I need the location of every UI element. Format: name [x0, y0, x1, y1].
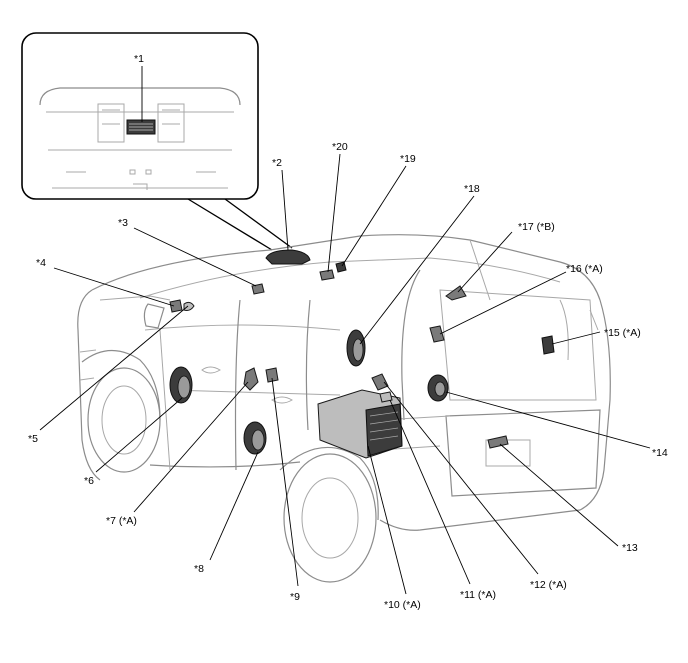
part-19	[335, 261, 347, 273]
part-5	[183, 301, 195, 311]
leader-13	[499, 443, 619, 547]
leader-12	[383, 381, 539, 575]
part-20	[319, 269, 335, 281]
callout-19: *19	[400, 153, 416, 165]
front-door-handle	[201, 366, 221, 374]
part-11	[379, 391, 393, 403]
leader-2	[281, 169, 289, 251]
callout-11: *11 (*A)	[460, 589, 496, 601]
leader-19	[341, 165, 407, 267]
leader-6	[95, 397, 183, 473]
part-12	[371, 373, 389, 391]
callout-7: *7 (*A)	[106, 515, 137, 527]
components	[169, 249, 555, 459]
callout-20: *20	[332, 141, 348, 153]
inset-lamp-right	[157, 103, 185, 143]
callout-12: *12 (*A)	[530, 579, 567, 591]
part-15	[541, 335, 555, 355]
leader-18	[359, 195, 475, 345]
leader-14	[445, 391, 651, 449]
part-9	[265, 367, 279, 383]
leader-11	[389, 399, 471, 585]
d-pillar	[401, 269, 421, 421]
front-pillar	[77, 289, 101, 481]
c-pillar	[305, 299, 311, 431]
leader-5	[39, 305, 189, 431]
callout-15: *15 (*A)	[604, 327, 641, 339]
part-4	[169, 299, 183, 313]
inset-panel-lines	[46, 111, 234, 189]
leader-16	[439, 271, 567, 335]
part-7	[243, 367, 259, 391]
vehicle-body	[77, 234, 611, 583]
front-wheel	[87, 367, 161, 473]
callout-18: *18	[464, 183, 480, 195]
callout-labels: *1 *2 *3 *4 *5 *6 *7 (*A) *8 *9 *10 (*A)…	[28, 53, 668, 611]
side-mirror	[143, 303, 165, 329]
b-pillar	[234, 299, 241, 471]
license-plate-recess	[485, 439, 531, 467]
callout-6: *6	[84, 475, 94, 487]
rear-window-area	[439, 289, 597, 401]
rear-quarter	[379, 299, 611, 531]
part-3	[251, 283, 265, 295]
callout-14: *14	[652, 447, 668, 459]
callout-10: *10 (*A)	[384, 599, 421, 611]
leader-8	[209, 451, 259, 561]
leader-7	[133, 381, 249, 513]
inset-zoom-lines	[187, 198, 293, 251]
callout-5: *5	[28, 433, 38, 445]
part-16	[429, 325, 445, 343]
callout-3: *3	[118, 217, 128, 229]
callout-13: *13	[622, 542, 638, 554]
rear-wheel	[283, 453, 377, 583]
leader-10	[367, 445, 407, 595]
leader-4	[53, 267, 175, 307]
leader-3	[133, 227, 257, 287]
leader-17	[457, 231, 513, 293]
callout-9: *9	[290, 591, 300, 603]
callout-2: *2	[272, 157, 282, 169]
rear-door-handle	[271, 396, 293, 404]
part-17-antenna	[445, 285, 467, 301]
leader-20	[327, 153, 341, 273]
rocker-line	[149, 461, 301, 468]
rear-wheel-arch	[279, 446, 379, 521]
part-2-roof-unit	[265, 249, 311, 265]
inset-lamp-left	[97, 103, 125, 143]
leader-lines	[39, 66, 651, 595]
callout-8: *8	[194, 563, 204, 575]
inset-frame	[21, 32, 259, 200]
tailgate-panel	[445, 409, 601, 497]
part-13	[487, 435, 509, 449]
inset-overhead-console	[21, 32, 259, 200]
front-wheel-arch	[81, 349, 161, 421]
callout-4: *4	[36, 257, 46, 269]
roof-line	[91, 234, 601, 301]
leader-9	[271, 377, 299, 587]
callout-1: *1	[134, 53, 144, 65]
inset-headliner	[39, 87, 241, 106]
leader-15	[551, 331, 601, 345]
callout-17: *17 (*B)	[518, 221, 555, 233]
callout-16: *16 (*A)	[566, 263, 603, 275]
